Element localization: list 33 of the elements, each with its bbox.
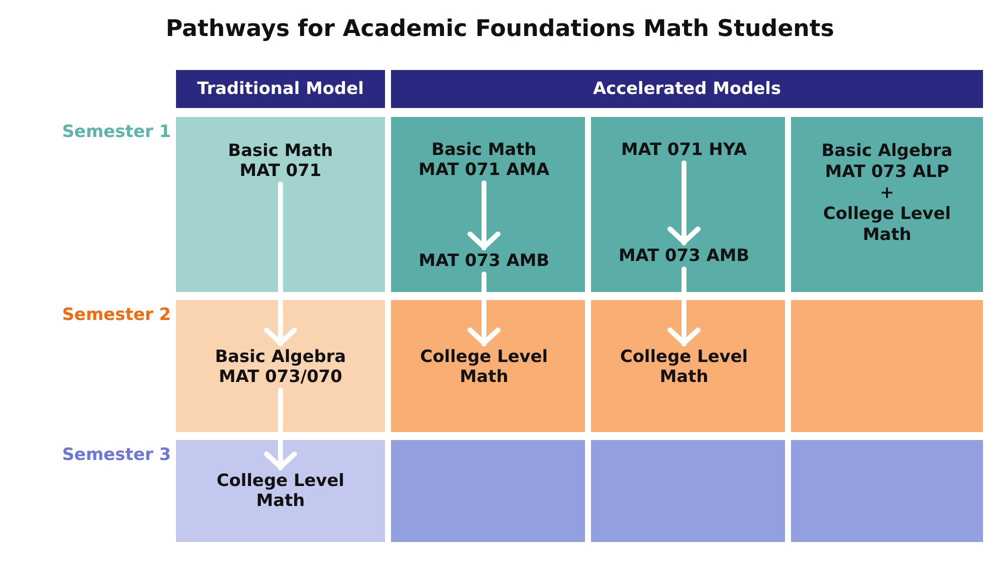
flow-arrow bbox=[264, 182, 297, 346]
course-label: College Level Math bbox=[603, 347, 765, 387]
course-label: MAT 073 AMB bbox=[398, 251, 570, 271]
course-label: College Level Math bbox=[200, 471, 362, 511]
flow-arrow bbox=[668, 266, 700, 346]
column-header: Traditional Model bbox=[176, 70, 385, 108]
grid-cell bbox=[391, 440, 585, 542]
course-label: Basic Math MAT 071 bbox=[212, 141, 349, 181]
flow-arrow bbox=[264, 388, 297, 470]
grid-cell bbox=[591, 117, 785, 292]
flow-arrow bbox=[468, 272, 500, 346]
grid-cell bbox=[176, 300, 385, 432]
flow-arrow bbox=[668, 160, 700, 246]
row-label: Semester 2 bbox=[62, 305, 171, 325]
grid-cell bbox=[176, 440, 385, 542]
flow-arrow bbox=[468, 180, 500, 250]
course-label: Basic Math MAT 071 AMA bbox=[413, 140, 555, 180]
grid-cell bbox=[791, 300, 983, 432]
grid-cell bbox=[176, 117, 385, 292]
course-label: College Level Math bbox=[403, 347, 565, 387]
course-label: Basic Algebra MAT 073/070 bbox=[210, 347, 352, 387]
course-label: MAT 073 AMB bbox=[598, 246, 770, 266]
course-cell: Basic Algebra MAT 073 ALP + College Level Math bbox=[791, 117, 983, 292]
grid-cell bbox=[391, 300, 585, 432]
grid-cell bbox=[591, 440, 785, 542]
row-label: Semester 3 bbox=[62, 445, 171, 465]
row-label: Semester 1 bbox=[62, 122, 171, 142]
grid-cell bbox=[591, 300, 785, 432]
column-header: Accelerated Models bbox=[391, 70, 983, 108]
diagram-title: Pathways for Academic Foundations Math Students bbox=[166, 15, 834, 44]
course-label: MAT 071 HYA bbox=[598, 140, 770, 160]
grid-cell bbox=[791, 440, 983, 542]
grid-cell bbox=[391, 117, 585, 292]
